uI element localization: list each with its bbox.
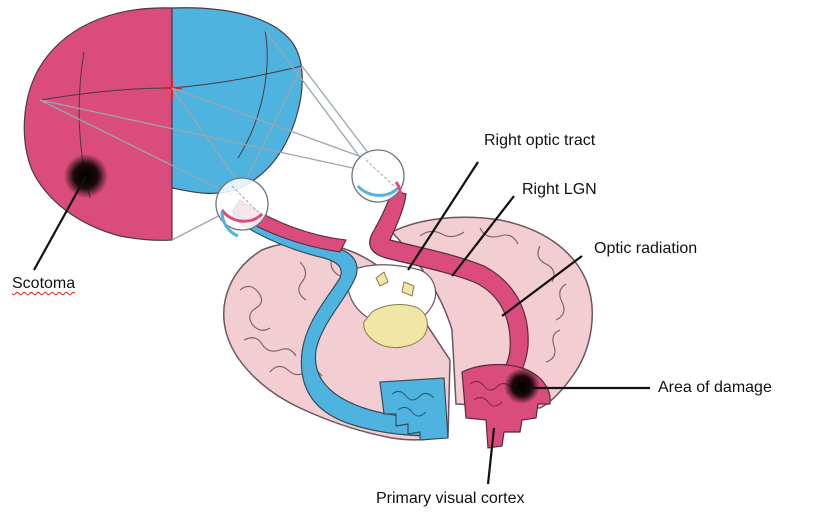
label-primary-visual-cortex: Primary visual cortex bbox=[376, 490, 524, 508]
label-right-optic-tract: Right optic tract bbox=[484, 132, 595, 150]
right-hemifield bbox=[172, 8, 302, 194]
label-right-lgn: Right LGN bbox=[522, 181, 597, 199]
thalamus bbox=[364, 305, 428, 348]
damage-spot bbox=[504, 368, 540, 404]
label-scotoma: Scotoma bbox=[12, 275, 75, 293]
label-optic-radiation: Optic radiation bbox=[594, 240, 697, 258]
label-area-of-damage: Area of damage bbox=[658, 379, 772, 397]
